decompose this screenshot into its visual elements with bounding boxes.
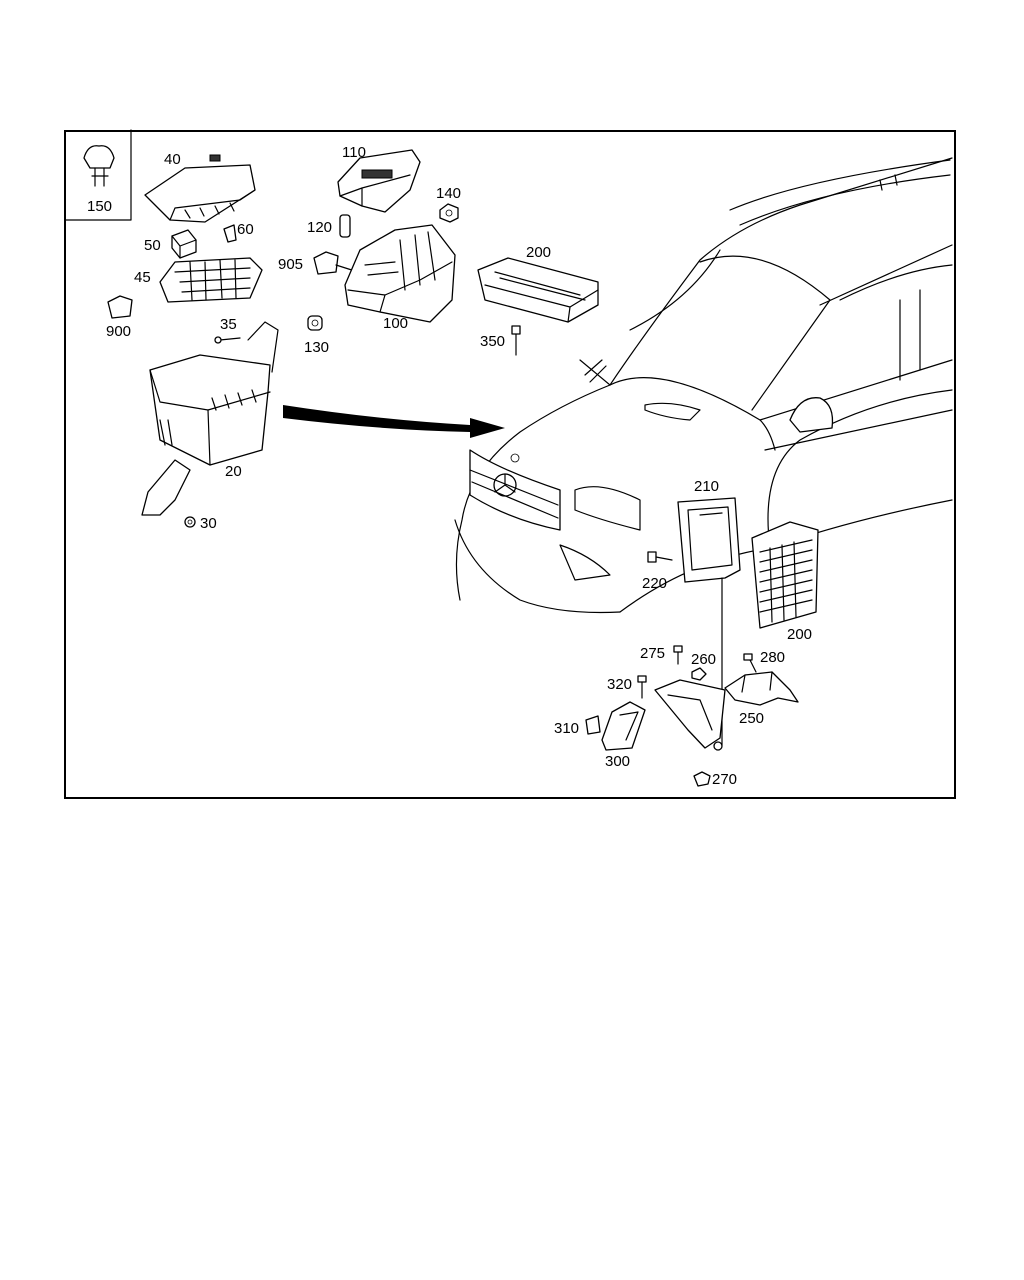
label-220: 220 (642, 575, 667, 592)
part-250-bracket (724, 671, 799, 706)
label-20: 20 (225, 463, 242, 480)
label-30: 30 (200, 515, 217, 532)
label-200-bottom: 200 (787, 626, 812, 643)
part-40-cover (144, 154, 256, 223)
label-260: 260 (691, 651, 716, 668)
part-35-screw (214, 336, 241, 344)
label-100: 100 (383, 315, 408, 332)
part-905-tag (313, 251, 339, 275)
part-140-nut (439, 203, 459, 223)
label-110: 110 (342, 144, 366, 161)
label-200-top: 200 (526, 244, 551, 261)
part-bracket-center (654, 679, 726, 751)
label-45: 45 (134, 269, 151, 286)
label-250: 250 (739, 710, 764, 727)
label-50: 50 (144, 237, 161, 254)
part-260-nut (691, 667, 707, 681)
label-900: 900 (106, 323, 131, 340)
label-350: 350 (480, 333, 505, 350)
part-110-cover (337, 149, 421, 213)
part-130-sleeve (307, 315, 323, 331)
part-30-nut (184, 516, 196, 528)
label-310: 310 (554, 720, 579, 737)
part-310-clip (585, 715, 601, 735)
part-60-clip (223, 224, 237, 243)
part-100-prefusebox (344, 224, 456, 323)
label-275: 275 (640, 645, 665, 662)
label-60: 60 (237, 221, 254, 238)
inset-box-150 (65, 129, 132, 221)
label-280: 280 (760, 649, 785, 666)
part-labels: 150 40 60 50 45 900 35 20 30 110 120 905… (87, 144, 812, 788)
part-270-nut (693, 771, 711, 787)
label-320: 320 (607, 676, 632, 693)
label-35: 35 (220, 316, 237, 333)
part-275-bolt (673, 645, 683, 665)
label-210: 210 (694, 478, 719, 495)
label-40: 40 (164, 151, 181, 168)
vehicle-outline (454, 157, 953, 614)
location-arrow (283, 405, 505, 438)
label-140: 140 (436, 185, 461, 202)
label-300: 300 (605, 753, 630, 770)
part-200-ecu-bottom (751, 521, 819, 629)
part-350-bolt (511, 325, 521, 356)
part-300-bracket (601, 701, 646, 751)
part-200-ecu-top (477, 257, 599, 323)
label-130: 130 (304, 339, 329, 356)
part-900-tag (107, 295, 133, 319)
part-20-bracket (141, 321, 279, 516)
part-50-relay (171, 229, 197, 259)
diagram-frame (64, 130, 956, 799)
part-320-bolt (637, 675, 647, 699)
label-120: 120 (307, 219, 332, 236)
label-270: 270 (712, 771, 737, 788)
part-280-bolt (743, 653, 757, 673)
part-45-fusebox (159, 257, 263, 303)
part-120-sleeve (339, 214, 351, 238)
label-150: 150 (87, 198, 112, 215)
part-220-bolt (647, 551, 673, 563)
label-905: 905 (278, 256, 303, 273)
